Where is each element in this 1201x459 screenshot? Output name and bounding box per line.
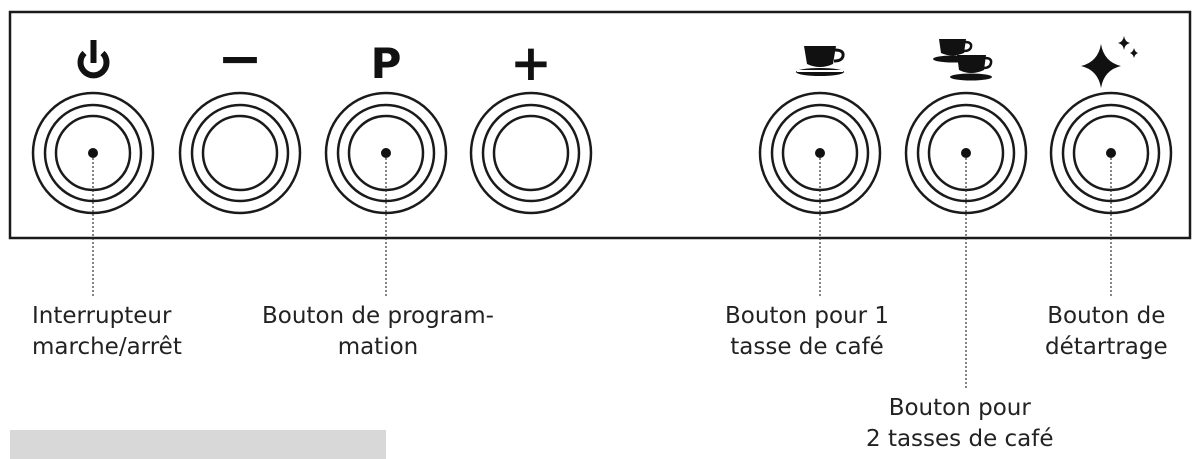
plus-icon: + xyxy=(510,34,552,92)
label-descale-line1: Bouton de xyxy=(1047,303,1166,329)
descale-button-center-dot xyxy=(1106,148,1116,158)
power-button-ring-2 xyxy=(43,103,143,203)
label-power-switch: Interrupteur marche/arrêt xyxy=(32,301,182,363)
gray-placeholder-box xyxy=(10,430,386,459)
label-program-line2: mation xyxy=(337,334,419,360)
letter-p-icon: P xyxy=(371,39,402,88)
label-descale-button: Bouton de détartrage xyxy=(1045,301,1168,363)
label-one-cup-line1: Bouton pour 1 xyxy=(725,303,890,329)
sparkle-icon xyxy=(1081,36,1138,88)
two-cups-button-ring-2 xyxy=(916,103,1016,203)
minus-icon: − xyxy=(217,27,262,90)
two-cups-button-ring-1 xyxy=(904,91,1028,215)
plus-button-ring-1 xyxy=(469,91,593,215)
label-descale-line2: détartrage xyxy=(1045,334,1168,360)
plus-button-ring-2 xyxy=(481,103,581,203)
label-program-line1: Bouton de program- xyxy=(262,303,494,329)
label-power-line2: marche/arrêt xyxy=(32,334,182,360)
label-one-cup-line2: tasse de café xyxy=(730,334,884,360)
program-button-ring-2 xyxy=(336,103,436,203)
descale-button-ring-2 xyxy=(1061,103,1161,203)
minus-button-ring-3 xyxy=(201,114,279,192)
one-cup-button-ring-1 xyxy=(758,91,882,215)
plus-button-ring-3 xyxy=(492,114,570,192)
label-two-cups-line2: 2 tasses de café xyxy=(866,426,1054,452)
one-cup-button-ring-2 xyxy=(770,103,870,203)
plus-button[interactable] xyxy=(469,91,593,215)
buttons-group xyxy=(31,91,1173,215)
label-two-cups-line1: Bouton pour xyxy=(888,395,1031,421)
one-cup-button[interactable] xyxy=(758,91,882,215)
control-panel-frame xyxy=(8,10,1192,240)
double-cup-icon xyxy=(933,39,993,81)
label-power-line1: Interrupteur xyxy=(32,303,172,329)
minus-button-ring-1 xyxy=(178,91,302,215)
two-cups-button-center-dot xyxy=(961,148,971,158)
power-button-center-dot xyxy=(88,148,98,158)
power-button-ring-1 xyxy=(31,91,155,215)
power-icon xyxy=(77,40,110,79)
single-cup-icon xyxy=(796,46,845,76)
label-two-cups-button: Bouton pour 2 tasses de café xyxy=(866,393,1054,455)
leader-lines xyxy=(92,158,1112,390)
one-cup-button-center-dot xyxy=(815,148,825,158)
label-program-button: Bouton de program- mation xyxy=(262,301,494,363)
minus-button[interactable] xyxy=(178,91,302,215)
program-button[interactable] xyxy=(324,91,448,215)
minus-button-ring-2 xyxy=(190,103,290,203)
power-button[interactable] xyxy=(31,91,155,215)
program-button-center-dot xyxy=(381,148,391,158)
label-one-cup-button: Bouton pour 1 tasse de café xyxy=(725,301,889,363)
descale-button-ring-1 xyxy=(1049,91,1173,215)
program-button-ring-1 xyxy=(324,91,448,215)
